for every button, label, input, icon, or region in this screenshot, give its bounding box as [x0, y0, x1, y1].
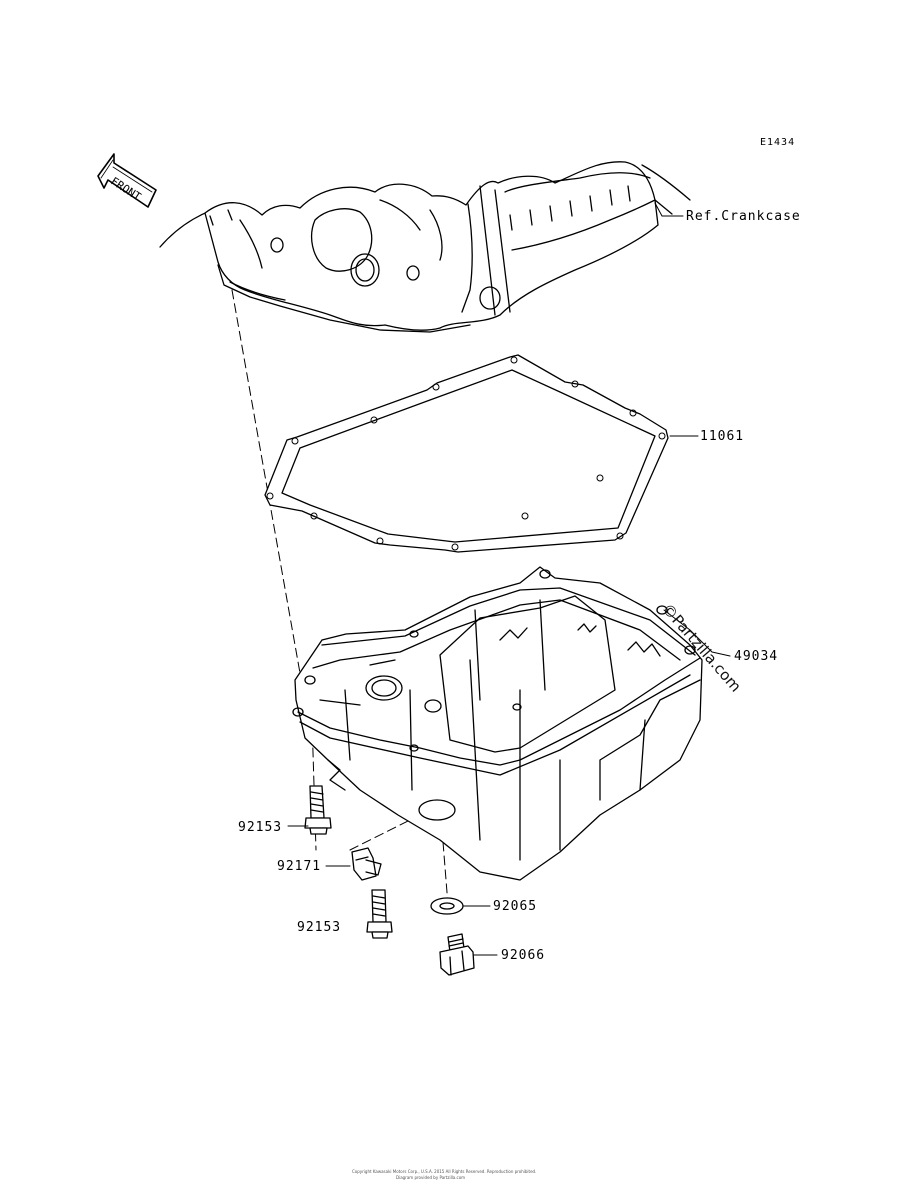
oil-pan-gasket	[264, 354, 669, 553]
drain-plug-92066	[439, 933, 475, 976]
diagram-code: E1434	[760, 137, 796, 148]
bolt-92153-lower	[366, 889, 393, 939]
footer-line-1: Copyright Kawasaki Motors Corp., U.S.A. …	[352, 1169, 537, 1174]
callout-92153-lower: 92153	[297, 920, 342, 935]
callout-92171: 92171	[277, 859, 322, 874]
callout-ref-crankcase: Ref.Crankcase	[686, 209, 801, 224]
callout-49034: 49034	[734, 649, 779, 664]
footer-line-2: Diagram provided by Partzilla.com	[396, 1175, 466, 1180]
front-arrow-icon: FRONT	[97, 153, 157, 208]
callout-92153-upper: 92153	[238, 820, 283, 835]
callout-11061: 11061	[700, 429, 745, 444]
washer-92065	[430, 897, 464, 915]
callout-92065: 92065	[493, 899, 538, 914]
leader-lines	[287, 202, 731, 956]
bolt-92153-upper	[304, 785, 332, 835]
oil-pan	[292, 566, 703, 881]
clamp-92171	[351, 847, 382, 881]
callout-92066: 92066	[501, 948, 546, 963]
crankcase-ref	[159, 161, 691, 333]
